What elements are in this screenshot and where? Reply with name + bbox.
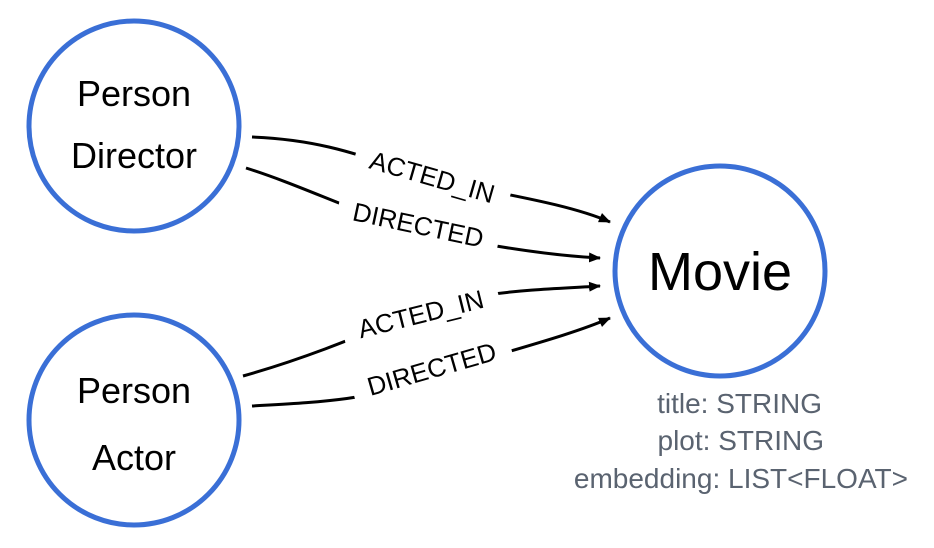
node-person-actor: Person Actor: [26, 312, 242, 528]
node-person-director-line2: Director: [71, 135, 197, 176]
svg-text:DIRECTED: DIRECTED: [350, 197, 486, 254]
node-person-director: Person Director: [26, 18, 242, 234]
svg-text:DIRECTED: DIRECTED: [364, 336, 500, 401]
node-movie-label: Movie: [648, 242, 792, 302]
svg-text:ACTED_IN: ACTED_IN: [355, 284, 487, 344]
node-person-actor-line1: Person: [77, 370, 191, 411]
node-person-actor-line2: Actor: [92, 437, 176, 478]
movie-properties: title: STRING plot: STRING embedding: LI…: [574, 388, 908, 494]
movie-property-title: title: STRING: [657, 388, 822, 419]
movie-property-plot: plot: STRING: [658, 425, 824, 456]
movie-property-embedding: embedding: LIST<FLOAT>: [574, 463, 908, 494]
node-person-director-line1: Person: [77, 73, 191, 114]
node-movie: Movie: [612, 163, 828, 379]
